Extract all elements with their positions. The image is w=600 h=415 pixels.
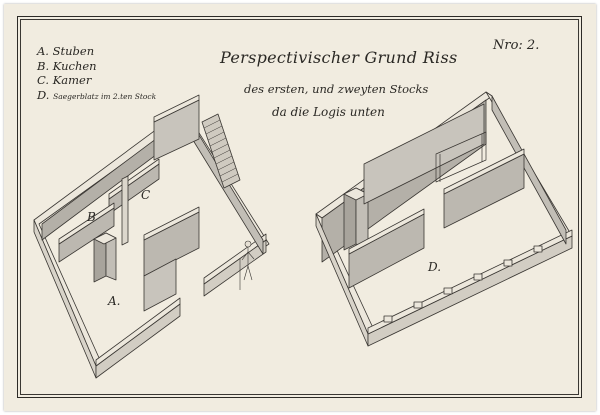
left-floor-plan — [33, 94, 270, 379]
room-label-c: C — [141, 188, 151, 202]
legend-key: B. — [37, 58, 50, 73]
legend-item: A. Stuben — [37, 44, 156, 59]
outer-border — [17, 16, 582, 398]
room-label-b: B — [87, 210, 96, 224]
room-label-d: D. — [428, 260, 442, 274]
legend-text: Kuchen — [52, 58, 97, 73]
perspective-floor-plans — [33, 91, 573, 379]
legend-text: Saegerblatz im 2.ten Stock — [53, 91, 157, 101]
paper-sheet: A. Stuben B. Kuchen C. Kamer D. Saegerbl… — [4, 4, 596, 411]
title-line-1: Perspectivischer Grund Riss — [220, 48, 458, 67]
legend-key: A. — [37, 44, 49, 58]
legend-text: Kamer — [52, 73, 92, 87]
title-line-3: da die Logis unten — [272, 105, 385, 119]
legend-text: Stuben — [52, 44, 95, 58]
legend-key: C. — [37, 73, 50, 87]
legend-item: B. Kuchen — [37, 59, 156, 74]
legend-item: D. Saegerblatz im 2.ten Stock — [37, 88, 156, 105]
room-label-a: A. — [108, 294, 121, 308]
inner-border — [20, 19, 579, 395]
legend: A. Stuben B. Kuchen C. Kamer D. Saegerbl… — [37, 44, 156, 104]
legend-key: D. — [37, 87, 50, 102]
title-line-2: des ersten, und zweyten Stocks — [244, 82, 429, 96]
plate-number: Nro: 2. — [493, 38, 540, 53]
legend-item: C. Kamer — [37, 73, 156, 88]
right-floor-plan — [315, 91, 573, 347]
